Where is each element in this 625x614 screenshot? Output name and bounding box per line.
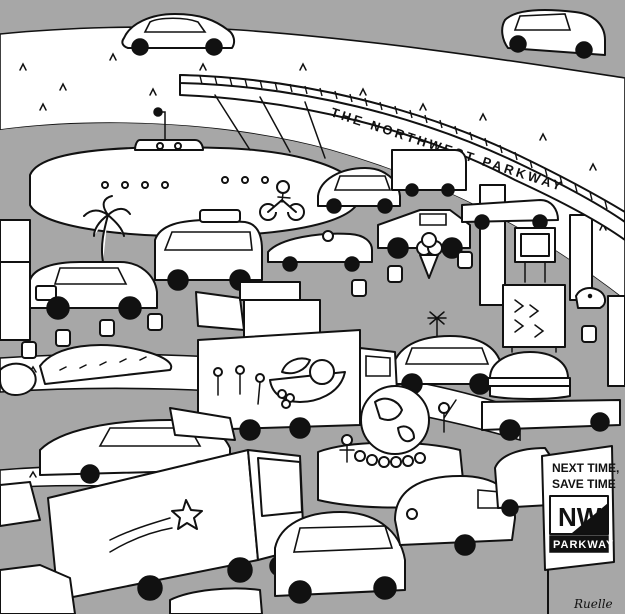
car-bottom-left	[0, 481, 76, 614]
billboard-arrows	[502, 284, 566, 353]
motorcycle-rider	[259, 180, 305, 221]
underpass-lines	[214, 94, 326, 159]
ice-cream-cone	[416, 232, 443, 279]
hamburger-truck	[481, 351, 621, 441]
artist-signature: Ruelle	[573, 597, 613, 611]
passenger-figures	[213, 365, 265, 405]
jeep	[377, 209, 471, 259]
billboard-small	[514, 227, 556, 283]
submarine-portholes	[101, 176, 269, 189]
convertible-car	[267, 230, 373, 272]
minivan-bottom-center	[274, 511, 406, 604]
big-rig-truck	[47, 449, 305, 601]
crocodile	[39, 344, 173, 385]
fruit-truck	[197, 329, 399, 441]
fruit-bowl-graphic	[269, 357, 346, 409]
windup-toy-car	[391, 311, 503, 395]
box-truck-left-edge	[0, 219, 31, 341]
car-far-right	[461, 199, 559, 230]
sedan-top-left	[121, 13, 236, 56]
hatchback-car	[29, 261, 158, 320]
cartoon-animal	[575, 287, 606, 309]
cadillac-car	[39, 407, 236, 484]
star-icon	[171, 499, 203, 530]
float-flowers	[354, 450, 426, 468]
sign-logo-word: PARKWAY	[553, 539, 614, 551]
sign-slogan-line1: NEXT TIME,	[552, 461, 619, 475]
beetle-car	[317, 167, 401, 214]
sign-logo-wedge	[569, 502, 609, 535]
parkway-sign: NEXT TIME, SAVE TIME NW PARKWAY	[541, 445, 619, 614]
truck-right-edge	[607, 295, 625, 387]
sign-slogan-line2: SAVE TIME	[552, 477, 616, 491]
camper-trailer	[394, 475, 516, 556]
wagon-top-right	[501, 9, 606, 59]
car-bottom-edge	[169, 587, 263, 614]
van-under-bridge	[391, 149, 467, 197]
palm-tree	[83, 195, 131, 263]
traffic-cones-row	[21, 251, 597, 359]
rock-pile	[0, 362, 37, 396]
bridge-railing	[199, 75, 608, 210]
